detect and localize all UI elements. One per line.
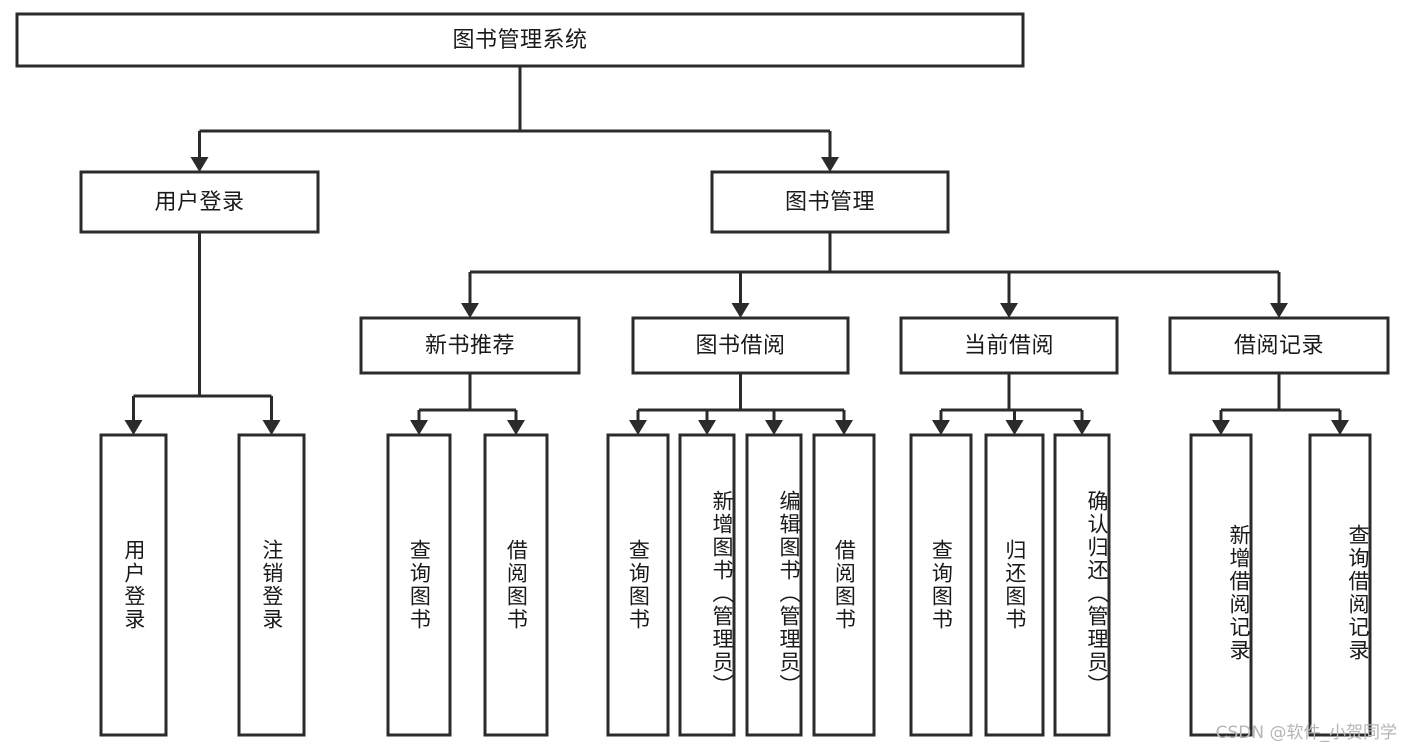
arrow-head-icon [821,157,839,172]
node-book-manage-rect[interactable] [710,170,950,234]
arrow-head-icon [1331,420,1349,435]
arrow-head-icon [765,420,783,435]
node-book-borrow-label: 图书借阅 [695,334,785,359]
node-book-manage[interactable]: 图书管理 [710,170,950,234]
node-leaf-user-login[interactable] [99,433,168,737]
arrow-head-icon [1000,303,1018,318]
node-new-book-rec[interactable]: 新书推荐 [359,316,581,375]
node-leaf-query-record-rect[interactable] [1308,433,1372,737]
node-leaf-add-record-rect[interactable] [1189,433,1253,737]
arrow-head-icon [731,303,750,318]
node-book-borrow[interactable]: 图书借阅 [631,316,850,375]
node-new-book-rec-label: 新书推荐 [425,334,515,359]
node-leaf-confirm-return[interactable] [1053,433,1111,737]
node-book-manage-label: 图书管理 [785,190,875,215]
node-leaf-logout[interactable] [237,433,306,737]
node-leaf-borrow-book-1-rect[interactable] [483,433,549,737]
arrow-head-icon [1005,420,1024,435]
node-leaf-logout-rect[interactable] [237,433,306,737]
arrow-head-icon [262,420,281,435]
csdn-watermark: CSDN @软件_小贺同学 [1215,723,1397,743]
node-leaf-return-book[interactable] [984,433,1045,737]
node-leaf-edit-book-rect[interactable] [745,433,803,737]
node-leaf-query-book-3-rect[interactable] [909,433,973,737]
node-root-book-management-system[interactable]: 图书管理系统 [15,12,1025,68]
arrow-head-icon [410,420,428,435]
arrow-head-icon [1073,420,1091,435]
node-leaf-edit-book[interactable] [745,433,803,737]
node-borrow-record[interactable]: 借阅记录 [1168,316,1390,375]
arrow-head-icon [1270,303,1288,318]
arrow-head-icon [629,420,647,435]
node-leaf-query-record[interactable] [1308,433,1372,737]
node-leaf-user-login-rect[interactable] [99,433,168,737]
arrow-head-icon [698,420,716,435]
node-root-book-management-system-label: 图书管理系统 [452,28,587,53]
node-leaf-add-book[interactable] [678,433,736,737]
node-current-borrow[interactable]: 当前借阅 [899,316,1119,375]
node-user-login[interactable]: 用户登录 [79,170,320,234]
node-leaf-borrow-book-1[interactable] [483,433,549,737]
arrow-head-icon [932,420,950,435]
arrow-head-icon [461,303,479,318]
node-current-borrow-rect[interactable] [899,316,1119,375]
arrow-head-icon [1212,420,1230,435]
node-leaf-add-book-rect[interactable] [678,433,736,737]
node-leaf-confirm-return-rect[interactable] [1053,433,1111,737]
arrow-head-icon [124,420,143,435]
node-user-login-rect[interactable] [79,170,320,234]
node-leaf-borrow-book-2-rect[interactable] [812,433,876,737]
node-leaf-query-book-2[interactable] [606,433,670,737]
arrow-head-icon [190,157,209,172]
connectors-layer [124,66,1349,435]
node-leaf-borrow-book-2[interactable] [812,433,876,737]
node-leaf-add-record[interactable] [1189,433,1253,737]
node-leaf-query-book-2-rect[interactable] [606,433,670,737]
node-borrow-record-label: 借阅记录 [1234,334,1324,359]
node-book-borrow-rect[interactable] [631,316,850,375]
arrow-head-icon [507,420,525,435]
node-leaf-query-book-1[interactable] [386,433,452,737]
node-borrow-record-rect[interactable] [1168,316,1390,375]
node-new-book-rec-rect[interactable] [359,316,581,375]
node-root-book-management-system-rect[interactable] [15,12,1025,68]
node-leaf-query-book-1-rect[interactable] [386,433,452,737]
arrow-head-icon [835,420,853,435]
node-leaf-return-book-rect[interactable] [984,433,1045,737]
node-current-borrow-label: 当前借阅 [964,334,1054,359]
node-user-login-label: 用户登录 [154,190,244,215]
node-leaf-query-book-3[interactable] [909,433,973,737]
